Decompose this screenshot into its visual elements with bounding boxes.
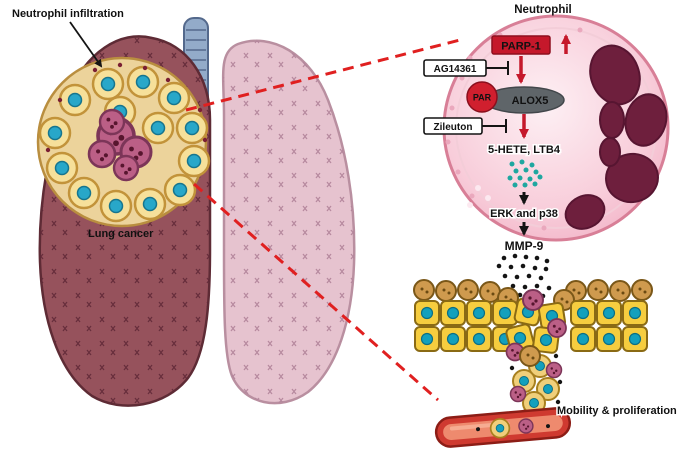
infiltration-pointer-arrow bbox=[69, 21, 103, 68]
mediators-label: 5-HETE, LTB4 bbox=[488, 144, 561, 156]
mobility-proliferation-label: Mobility & proliferation bbox=[557, 405, 677, 417]
cytoplasm-granules bbox=[445, 27, 583, 231]
zileuton-label: Zileuton bbox=[434, 122, 473, 133]
epithelial-tissue bbox=[413, 279, 653, 417]
ag14361-inhibition-line bbox=[486, 61, 509, 75]
ag14361-label: AG14361 bbox=[434, 64, 477, 75]
scattered-dark-dots bbox=[45, 62, 208, 153]
lung-cancer-label: Lung cancer bbox=[88, 228, 154, 240]
zoom-callout-dashed-lines bbox=[185, 38, 461, 402]
signalling-pathway: PARP-1 AG14361 ALOX5 PAR Zileuton 5-HETE… bbox=[423, 34, 571, 255]
kinases-label: ERK and p38 bbox=[490, 208, 558, 220]
par-label: PAR bbox=[473, 93, 492, 103]
mmp9-secreted-dots bbox=[496, 253, 552, 299]
blood-vessel bbox=[434, 407, 572, 448]
epithelium-left-block bbox=[414, 300, 518, 352]
mediator-dots bbox=[507, 159, 543, 188]
neutrophil-infiltration-label: Neutrophil infiltration bbox=[12, 8, 124, 20]
tumor-cell-cluster bbox=[36, 56, 211, 228]
right-lung-illustration bbox=[221, 39, 356, 405]
alox5-label: ALOX5 bbox=[512, 95, 549, 107]
mmp9-label: MMP-9 bbox=[505, 239, 544, 253]
parp1-box bbox=[491, 35, 551, 55]
neutrophil-nucleus bbox=[564, 44, 668, 230]
neutrophil-label: Neutrophil bbox=[514, 4, 572, 16]
parp1-label: PARP-1 bbox=[501, 41, 541, 53]
neutrophil-cell bbox=[442, 14, 670, 242]
zileuton-inhibition-line bbox=[482, 119, 507, 133]
epithelium-right-block bbox=[570, 300, 648, 352]
par-circle bbox=[466, 81, 498, 113]
